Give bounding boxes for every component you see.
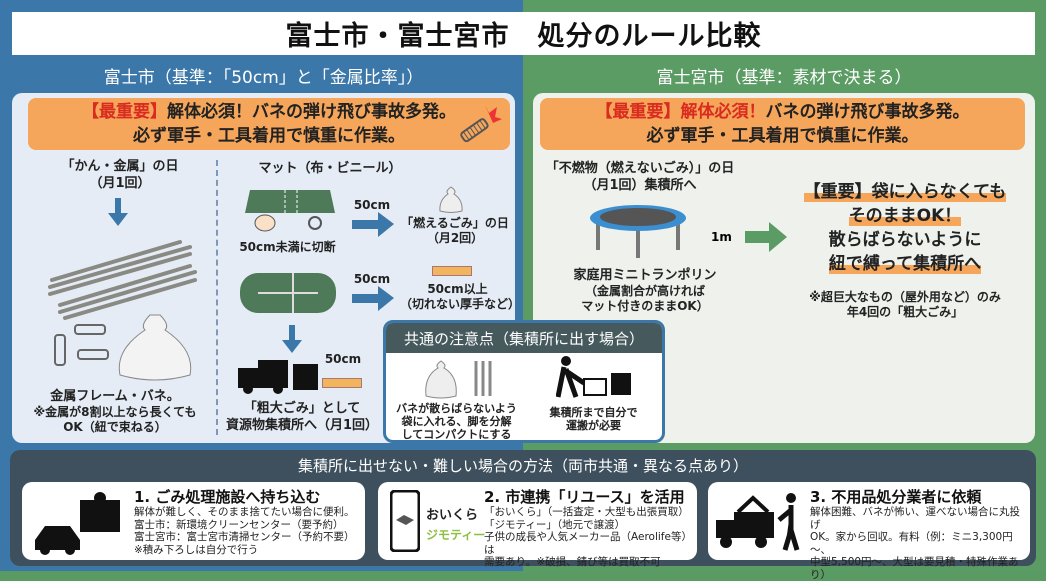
warning-tag: 【最重要】 xyxy=(82,102,167,122)
option-title: 2. 市連携「リユース」を活用 xyxy=(484,488,685,506)
trampoline-icon xyxy=(590,205,686,258)
truck-worker-icon xyxy=(716,493,800,551)
height-label: 50cm xyxy=(324,352,362,366)
garbage-bag-icon xyxy=(439,186,463,213)
warning-line: バネの弾け飛び事故多発。 xyxy=(765,102,970,122)
height-label: 1m xyxy=(711,230,732,244)
option-line: 「ジモティー」（地元で譲渡） xyxy=(484,518,626,531)
option-card-reuse: おいくら ジモティー 2. 市連携「リユース」を活用 「おいくら」（一括査定・大… xyxy=(378,482,697,568)
option-line: 富士市：新環境クリーンセンター（要予約） xyxy=(134,518,344,531)
option-title: 1. ごみ処理施設へ持ち込む xyxy=(134,488,321,506)
car-facility-icon xyxy=(35,492,120,555)
rolled-mat-icon xyxy=(240,273,336,313)
ruler-icon xyxy=(432,266,472,276)
arrow-right-icon xyxy=(352,212,394,237)
trampoline-caption: 家庭用ミニトランポリン（金属割合が高ければマット付きのままOK） xyxy=(573,268,717,313)
fuji-heading: 富士市（基準：「50cm」と「金属比率」） xyxy=(103,67,424,88)
arrow-right-icon xyxy=(745,222,787,252)
bag-and-legs-icon xyxy=(425,360,492,399)
springs-and-bag-icon xyxy=(54,314,192,381)
option-line: 富士宮市：富士宮市清掃センター（予約不要） xyxy=(134,531,355,543)
cut-label: 50cm未満に切断 xyxy=(239,240,336,254)
option-title: 3. 不用品処分業者に依頼 xyxy=(810,488,982,506)
common-tip-1: バネが散らばらないよう袋に入れる、脚を分解してコンパクトにする xyxy=(396,402,517,441)
smartphone-handshake-icon xyxy=(390,490,420,552)
burnable-day: 「燃えるごみ」の日（月2回） xyxy=(401,216,509,245)
mat-heading: マット（布・ビニール） xyxy=(258,161,402,176)
option-line: 解体困難、バネが怖い、運べない場合に丸投げ xyxy=(810,506,1020,531)
alternatives-heading: 集積所に出せない・難しい場合の方法（両市共通・異なる点あり） xyxy=(297,456,748,475)
over-50cm: 50cm以上（切れない厚手など） xyxy=(400,282,521,311)
fuji-warning-banner: 【最重要】解体必須！バネの弾け飛び事故多発。 必ず軍手・工具着用で慎重に作業。 xyxy=(28,98,510,150)
spring-burst-icon xyxy=(460,105,502,143)
bulky-label: 「粗大ごみ」として資源物集積所へ（月1回） xyxy=(225,401,379,433)
truck-home-icon xyxy=(238,360,318,394)
option-line: 解体が難しく、そのまま捨てたい場合に便利。 xyxy=(134,506,355,518)
length-label: 50cm xyxy=(353,272,391,286)
option-card-service: 3. 不用品処分業者に依頼 解体困難、バネが怖い、運べない場合に丸投げ OK。家… xyxy=(708,482,1030,581)
warning-tag: 【最重要】解体必須！ xyxy=(595,102,766,122)
metal-day: 「かん・金属」の日（月1回） xyxy=(61,159,179,191)
common-notes: 共通の注意点（集積所に出す場合） バネが散らばらないよう袋に入れる、脚を分解して… xyxy=(383,320,665,443)
warning-line: 必ず軍手・工具着用で慎重に作業。 xyxy=(646,126,919,146)
carry-cart-icon xyxy=(556,356,631,398)
arrow-down-icon xyxy=(282,325,302,353)
arrow-down-icon xyxy=(108,198,128,226)
jmty-logo: ジモティー xyxy=(426,528,486,542)
option-card-facility: 1. ごみ処理施設へ持ち込む 解体が難しく、そのまま捨てたい場合に便利。 富士市… xyxy=(22,482,365,560)
oikura-logo: おいくら xyxy=(426,508,479,523)
common-tip-2: 集積所まで自分で運搬が必要 xyxy=(549,406,638,432)
option-line: 「おいくら」（一括査定・大型も出張買取） xyxy=(484,506,689,518)
metal-caption: 金属フレーム・バネ。 ※金属が8割以上なら長くても OK（紐で束ねる） xyxy=(33,389,197,434)
oversize-note: ※超巨大なもの（屋外用など）のみ年4回の「粗大ごみ」 xyxy=(809,290,1001,319)
warning-line: 必ず軍手・工具着用で慎重に作業。 xyxy=(133,126,405,146)
length-label: 50cm xyxy=(353,198,391,212)
important-note: 【重要】袋に入らなくても そのままOK！ 散らばらないように 紐で縛って集積所へ xyxy=(803,182,1007,274)
option-line: ※積み下ろしは自分で行う xyxy=(134,543,259,556)
ruler-icon xyxy=(322,378,362,388)
option-line: 需要あり。※破損、錆び等は買取不可 xyxy=(484,556,661,568)
common-heading: 共通の注意点（集積所に出す場合） xyxy=(386,323,662,353)
page-title: 富士市・富士宮市 処分のルール比較 xyxy=(12,12,1035,55)
divider xyxy=(216,160,218,435)
fujinomiya-warning-banner: 【最重要】解体必須！バネの弾け飛び事故多発。 必ず軍手・工具着用で慎重に作業。 xyxy=(540,98,1025,150)
arrow-right-icon xyxy=(352,286,394,311)
nonburnable-day: 「不燃物（燃えないごみ）」の日（月1回）集積所へ xyxy=(545,161,735,193)
option-line: 中型5,500円～、大型は要見積・特殊作業あり） xyxy=(810,556,1019,581)
fujinomiya-heading: 富士宮市（基準：素材で決まる） xyxy=(656,67,912,88)
option-line: OK。家から回収。有料（例：ミニ3,300円～、 xyxy=(810,531,1013,556)
warning-line: 解体必須！バネの弾け飛び事故多発。 xyxy=(167,102,456,122)
option-line: 子供の成長や人気メーカー品（Aerolife等）は xyxy=(484,531,692,556)
metal-frames-icon xyxy=(48,240,197,320)
cutting-mat-icon xyxy=(245,190,335,232)
